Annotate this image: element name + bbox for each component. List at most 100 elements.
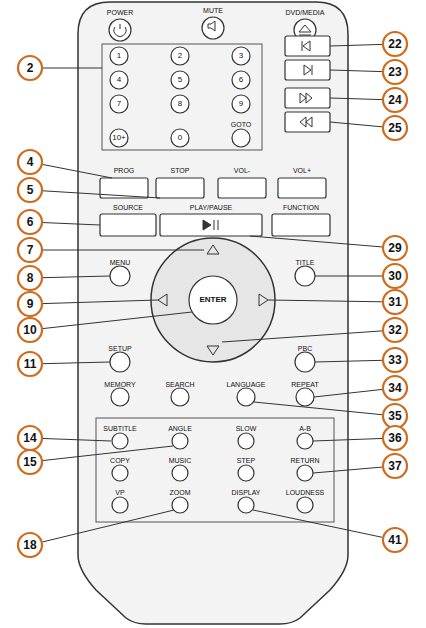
round-button: [232, 95, 250, 113]
callout-number: 15: [23, 456, 36, 468]
callout-circle: [383, 404, 407, 428]
callout-number: 32: [388, 324, 401, 336]
button-label: 4: [117, 76, 121, 84]
callout-circle: [383, 236, 407, 260]
leader-line: [330, 70, 382, 72]
callout-number: 7: [27, 244, 34, 256]
callout-number: 36: [388, 432, 401, 444]
callout-number: 2: [27, 62, 34, 74]
round-button: [297, 465, 313, 481]
round-button: [110, 129, 128, 147]
callout-circle: [18, 533, 42, 557]
button-label: REPEAT: [291, 381, 319, 388]
up-arrow: [207, 245, 219, 254]
button-label: DISPLAY: [231, 489, 260, 496]
callout-circle: [18, 178, 42, 202]
callout-number: 9: [27, 298, 34, 310]
button-label: VOL+: [293, 167, 311, 174]
round-button: [110, 352, 130, 372]
button-label: TITLE: [295, 259, 314, 266]
round-button: [112, 433, 128, 449]
callout-number: 31: [388, 296, 401, 308]
callout-circle: [18, 292, 42, 316]
round-button: [295, 266, 315, 286]
button-label: STOP: [171, 167, 190, 174]
leader-line: [315, 276, 382, 277]
button-label: STEP: [237, 457, 255, 464]
leader-line: [43, 312, 192, 329]
callout-circle: [18, 210, 42, 234]
button-label: ENTER: [199, 296, 226, 304]
enter-button: [189, 276, 237, 324]
callout-circle: [383, 454, 407, 478]
keypad-frame: [102, 44, 262, 150]
leader-line: [315, 360, 382, 362]
square-button: [285, 36, 330, 56]
round-button: [109, 19, 131, 41]
round-button: [110, 95, 128, 113]
round-button: [232, 129, 250, 147]
leader-line: [43, 191, 160, 198]
callout-circle: [18, 450, 42, 474]
callout-number: 4: [27, 156, 34, 168]
button-label: ZOOM: [170, 489, 191, 496]
leader-line: [330, 122, 382, 127]
round-button: [171, 388, 189, 406]
play-pause-icon: [203, 220, 218, 230]
round-button: [297, 497, 313, 513]
mute-icon: [208, 21, 215, 31]
lower-panel: [96, 418, 334, 522]
button-label: PLAY/PAUSE: [190, 204, 233, 211]
button-label: PROG: [114, 167, 135, 174]
right-arrow: [259, 294, 268, 306]
round-button: [171, 47, 189, 65]
round-button: [111, 388, 129, 406]
next-icon: [304, 65, 312, 75]
leader-line: [313, 467, 382, 473]
button-label: RETURN: [290, 457, 319, 464]
button-label: 0: [178, 134, 182, 142]
button-label: MEMORY: [104, 381, 135, 388]
round-button: [297, 433, 313, 449]
button-label: 7: [117, 100, 121, 108]
callout-number: 11: [24, 358, 37, 370]
button-label: GOTO: [231, 121, 251, 128]
callout-circle: [383, 32, 407, 56]
round-button: [172, 465, 188, 481]
callout-number: 18: [23, 539, 36, 551]
square-button: [156, 178, 204, 198]
leader-line: [43, 300, 158, 304]
callout-number: 24: [388, 94, 401, 106]
callout-circle: [18, 318, 42, 342]
button-label: MUSIC: [169, 457, 192, 464]
eject-icon: [299, 25, 311, 35]
button-label: 9: [239, 100, 243, 108]
callout-circle: [383, 318, 407, 342]
button-label: VP: [115, 489, 124, 496]
square-button: [160, 214, 262, 236]
callout-circle: [383, 348, 407, 372]
round-button: [202, 17, 224, 39]
callout-circle: [18, 56, 42, 80]
square-button: [285, 112, 330, 132]
callout-number: 10: [23, 324, 36, 336]
leader-line: [250, 236, 382, 247]
round-button: [238, 465, 254, 481]
callout-circle: [383, 264, 407, 288]
leader-line: [222, 331, 382, 342]
callout-circle: [18, 238, 42, 262]
leader-line: [254, 402, 382, 415]
button-label: POWER: [107, 9, 133, 16]
down-arrow: [207, 346, 219, 355]
callout-number: 5: [27, 184, 34, 196]
button-label: 10+: [112, 134, 126, 142]
leader-line: [43, 510, 174, 542]
button-label: 2: [178, 52, 182, 60]
remote-body: [78, 2, 348, 624]
button-label: 3: [239, 52, 243, 60]
round-button: [237, 388, 255, 406]
callout-circle: [383, 528, 407, 552]
callout-circle: [18, 426, 42, 450]
leader-line: [313, 438, 382, 441]
button-label: MUTE: [203, 7, 223, 14]
